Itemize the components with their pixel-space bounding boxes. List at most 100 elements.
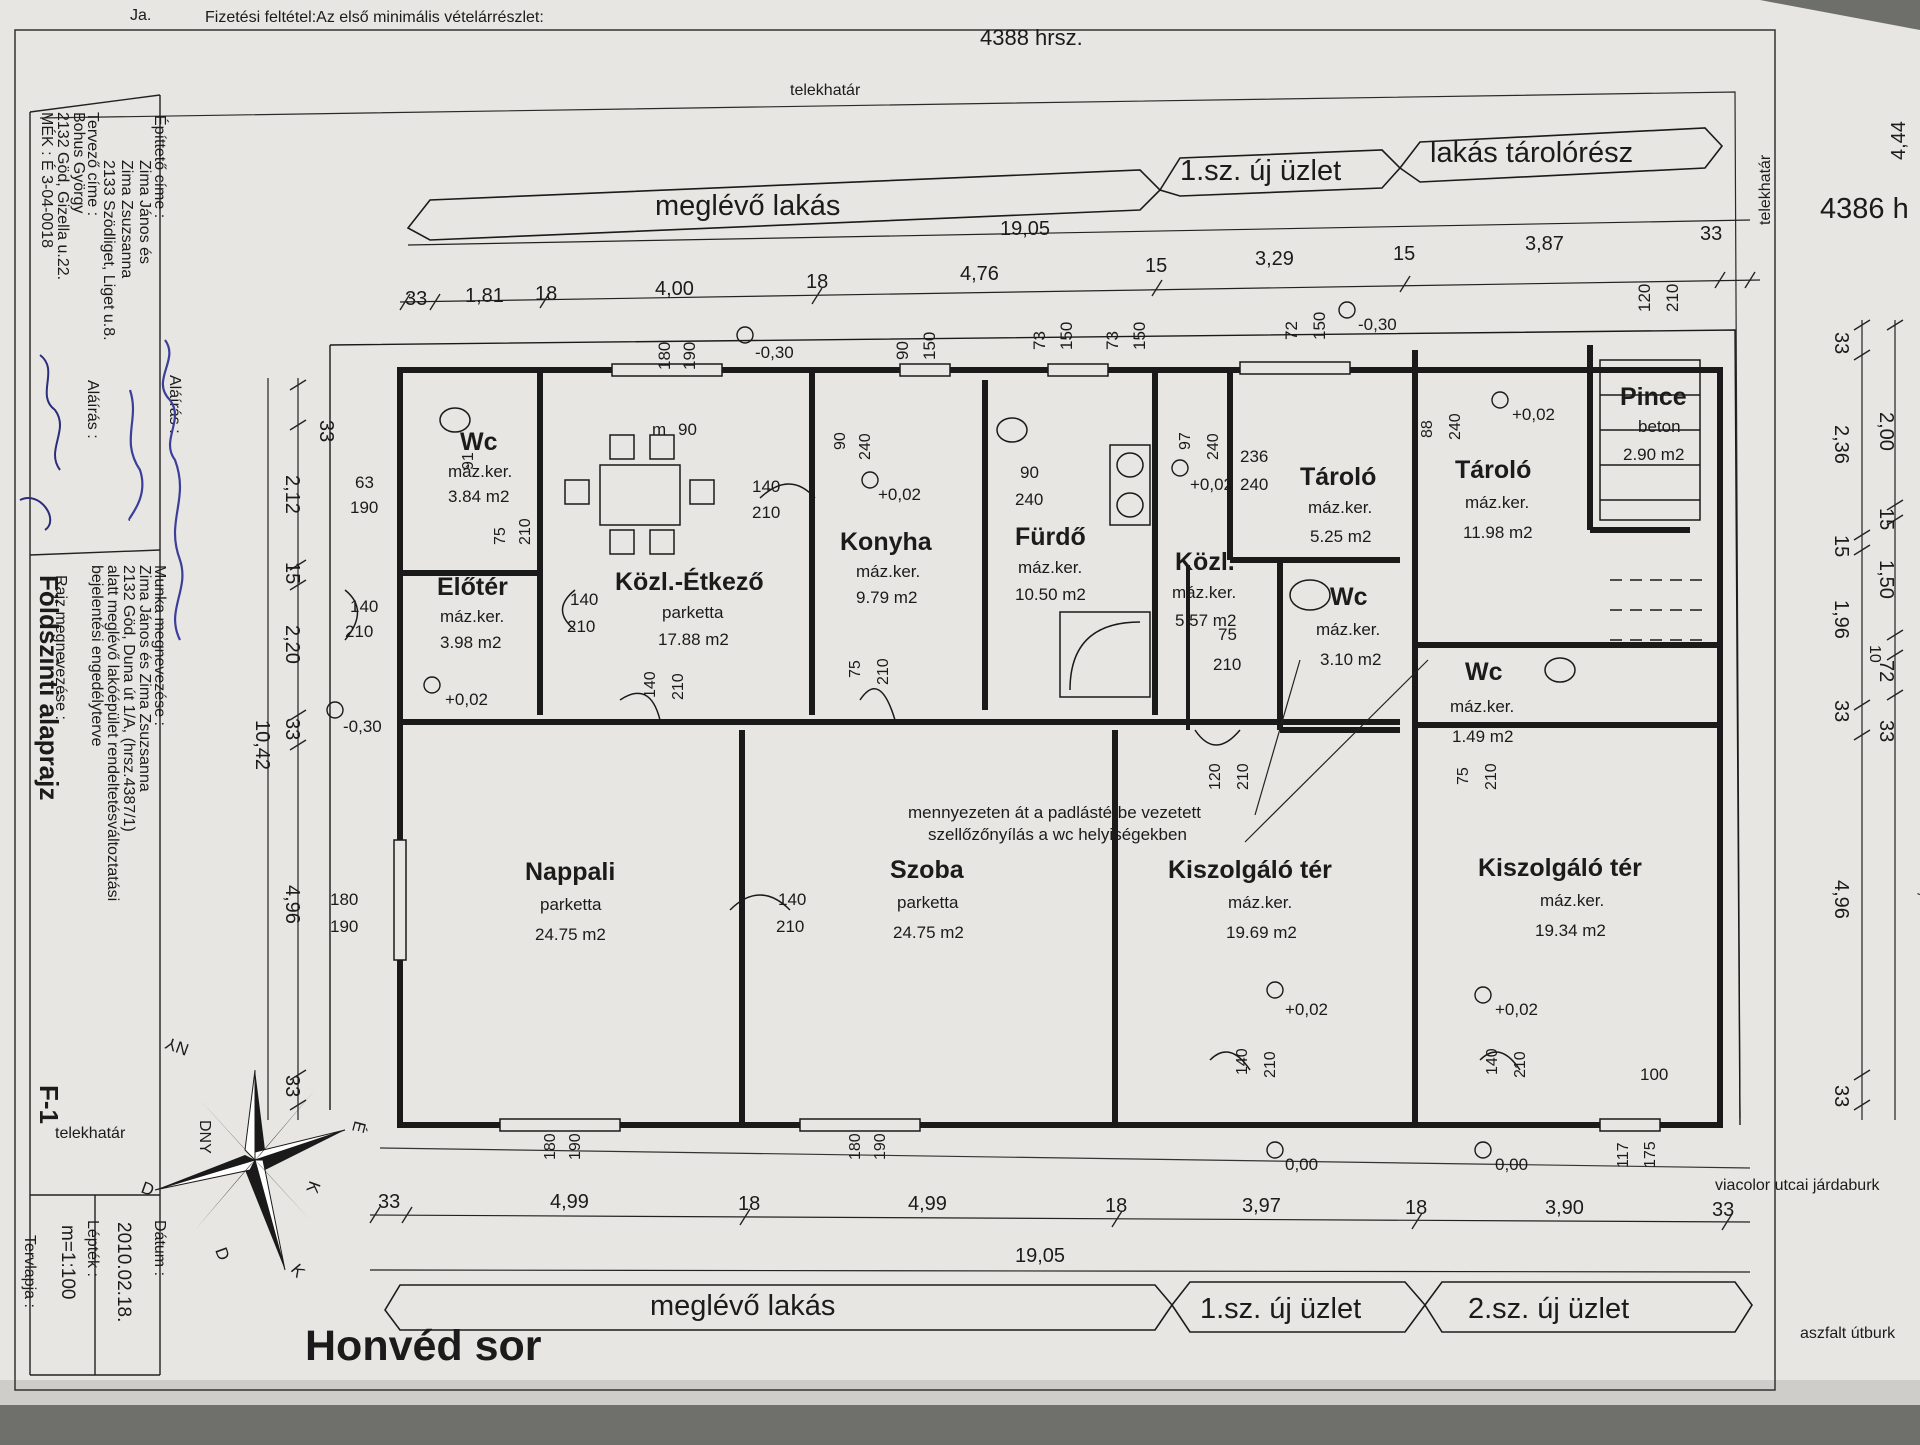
- op-29: 97: [1177, 432, 1194, 450]
- designer-line-3: MÉK : É 3-04-0018: [38, 112, 57, 248]
- scale: m=1:100: [57, 1225, 78, 1299]
- room-tarolo-1: Tároló máz.ker. 5.25 m2: [1300, 463, 1376, 546]
- dim-bottom-total: 19,05: [1015, 1245, 1065, 1267]
- dim-right-b-4: 72: [1875, 660, 1897, 682]
- room-floor: máz.ker.: [1018, 558, 1082, 577]
- level-8: +0,02: [1495, 1000, 1538, 1019]
- dim-top-4: 18: [806, 271, 828, 293]
- dim-right-b-5: 33: [1875, 720, 1897, 742]
- room-name: Wc: [1330, 583, 1368, 611]
- doors: [344, 483, 1521, 1071]
- op-37: 75: [847, 660, 864, 678]
- dim-top-2: 18: [535, 283, 557, 305]
- title-block-frame: [29, 94, 161, 1376]
- room-name: Wc: [1465, 658, 1503, 686]
- band-bottom-3: 2.sz. új üzlet: [1468, 1293, 1629, 1325]
- parcel-right: 4386 h: [1820, 193, 1909, 225]
- room-name: Nappali: [525, 858, 615, 886]
- frame-border: [14, 29, 1776, 1391]
- room-name: Kiszolgáló tér: [1478, 854, 1642, 882]
- dim-right-b-0: 2,00: [1875, 412, 1897, 451]
- dim-right-a-2: 15: [1830, 535, 1852, 557]
- vent-note-2: szellőzőnyílás a wc helyiségekben: [928, 825, 1187, 844]
- dim-right-b-2: 1,50: [1875, 560, 1897, 599]
- op-31: 236: [1240, 447, 1268, 466]
- op-43: 75: [1455, 767, 1472, 785]
- op-42: 210: [1235, 763, 1252, 790]
- level-1: +0,02: [878, 485, 921, 504]
- room-area: 19.34 m2: [1535, 921, 1606, 940]
- compass-rose: [154, 1069, 346, 1271]
- sign-label-2: Aláírás :: [84, 380, 101, 439]
- room-wc-3: Wc máz.ker. 1.49 m2: [1450, 658, 1514, 746]
- room-konyha: Konyha máz.ker. 9.79 m2: [840, 528, 933, 607]
- payment-note: Fizetési feltétel:Az első minimális véte…: [205, 9, 544, 26]
- room-wc-1: Wc máz.ker. 3.84 m2: [448, 428, 512, 506]
- room-floor: máz.ker.: [1540, 891, 1604, 910]
- room-eloter: Előtér máz.ker. 3.98 m2: [437, 573, 508, 652]
- vent-note-1: mennyezeten át a padlástérbe vezetett: [908, 803, 1201, 822]
- band-top-1: meglévő lakás: [655, 190, 840, 222]
- room-area: 9.79 m2: [856, 588, 917, 607]
- band-bottom-1: meglévő lakás: [650, 1290, 835, 1322]
- dim-top-5: 4,76: [960, 263, 999, 285]
- sink: [1109, 444, 1151, 526]
- room-pince: Pince beton 2.90 m2: [1620, 383, 1687, 464]
- level-0: -0,30: [755, 343, 794, 362]
- op-20: 210: [345, 622, 373, 641]
- room-name: Közl.: [1175, 548, 1235, 576]
- op-52: 210: [1512, 1051, 1529, 1078]
- room-wc-2: Wc máz.ker. 3.10 m2: [1316, 583, 1381, 669]
- sign-label-1: Aláírás :: [166, 375, 183, 434]
- paper-shadow: [0, 1380, 1920, 1405]
- vent-leader-2: [1244, 659, 1429, 843]
- pavement-note: viacolor utcai járdaburk: [1715, 1177, 1881, 1194]
- level-4: -0,30: [1358, 315, 1397, 334]
- dim-left-4: 33: [281, 718, 303, 740]
- op-0: 180: [655, 342, 674, 370]
- level-6: +0,02: [1512, 405, 1555, 424]
- room-szoba: Szoba parketta 24.75 m2: [890, 856, 965, 942]
- room-name: Kiszolgáló tér: [1168, 856, 1332, 884]
- room-furdo: Fürdő máz.ker. 10.50 m2: [1015, 523, 1086, 604]
- band-top-3: lakás tárolórész: [1430, 137, 1633, 169]
- op-19: 140: [350, 597, 378, 616]
- room-area: 19.69 m2: [1226, 923, 1297, 942]
- toilet-2: [996, 417, 1028, 443]
- project-line-1: Zima János és Zima Zsuzsanna: [136, 565, 153, 792]
- op-55: 180: [847, 1133, 864, 1160]
- op-14: 63: [355, 473, 374, 492]
- dim-top-8: 15: [1393, 243, 1415, 265]
- dim-top-9: 3,87: [1525, 233, 1564, 255]
- op-15: 190: [350, 498, 378, 517]
- drawing-label: Rajz megnevezése :: [52, 575, 69, 720]
- op-40: 210: [1213, 655, 1241, 674]
- windows: [393, 361, 1661, 1132]
- op-7: 150: [1057, 322, 1076, 350]
- op-46: 190: [330, 917, 358, 936]
- dim-top-total: 19,05: [1000, 218, 1050, 240]
- op-39: 75: [1218, 625, 1237, 644]
- op-8: 73: [1103, 331, 1122, 350]
- op-58: 175: [1642, 1141, 1659, 1168]
- compass-d: D: [211, 1245, 233, 1263]
- dim-left-3: 2,20: [281, 625, 303, 664]
- room-floor: máz.ker.: [1316, 620, 1380, 639]
- op-54: 190: [567, 1133, 584, 1160]
- op-57: 117: [1615, 1142, 1632, 1168]
- dim-right-a-3: 1,96: [1830, 600, 1852, 639]
- op-11: 150: [1310, 312, 1329, 340]
- dim-right-a-4: 33: [1830, 700, 1852, 722]
- level-10: 0,00: [1495, 1155, 1528, 1174]
- op-18: 210: [517, 518, 534, 545]
- dim-top-0: 33: [405, 288, 427, 310]
- room-floor: beton: [1638, 417, 1681, 436]
- op-26: 240: [857, 433, 874, 460]
- level-5: +0,02: [1190, 475, 1233, 494]
- room-floor: máz.ker.: [440, 607, 504, 626]
- op-23: 140: [752, 477, 780, 496]
- room-floor: máz.ker.: [1172, 583, 1236, 602]
- level-2: -0,30: [343, 717, 382, 736]
- op-32: 240: [1240, 475, 1268, 494]
